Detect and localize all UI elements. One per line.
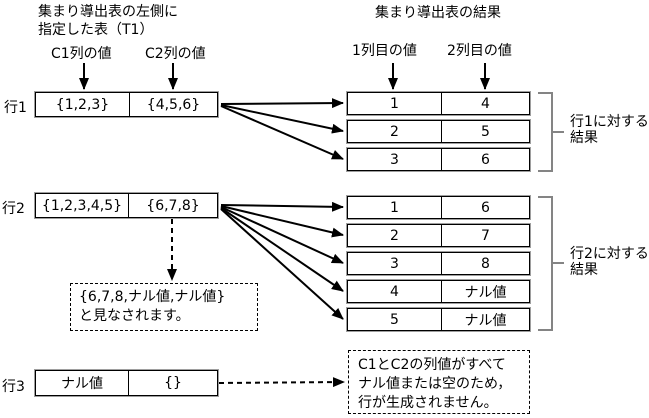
result-row: 3 8	[346, 251, 531, 276]
row1-fan-arrow-2	[220, 104, 344, 134]
row2-note-line1: {6,7,8,ナル値,ナル値}	[79, 289, 226, 305]
result-row: 3 6	[346, 147, 531, 172]
row1-fan-arrow-1	[220, 98, 344, 109]
result-cell: 3	[390, 151, 399, 168]
result-row: 2 7	[346, 223, 531, 248]
group1-bracket-label-line2: 結果	[570, 130, 598, 146]
result-row: 1 6	[346, 195, 531, 220]
row2-note-box: {6,7,8,ナル値,ナル値} と見なされます。	[70, 283, 258, 331]
row2-fan-arrow-2	[220, 205, 344, 238]
row3-note-line3: 行が生成されません。	[358, 395, 498, 411]
result-cell: ナル値	[441, 309, 529, 330]
result-row: 1 4	[346, 91, 531, 116]
left-title-line2: 指定した表（T1）	[38, 22, 154, 38]
row3-note-line1: C1とC2の列値がすべて	[358, 357, 506, 373]
result-cell: 7	[441, 225, 529, 246]
left-title-line1: 集まり導出表の左側に	[38, 4, 178, 20]
result-cell: 5	[390, 311, 399, 328]
row2-fan-arrow-3	[220, 206, 344, 264]
source-row3-c1-cell: ナル値	[61, 376, 103, 392]
c2-column-label: C2列の値	[145, 46, 206, 62]
group1-bracket-label: 行1に対する 結果	[570, 114, 649, 146]
source-row1-c1-cell: {1,2,3}	[55, 96, 110, 113]
group1-bracket-label-line1: 行1に対する	[570, 114, 649, 130]
row2-label: 行2	[2, 201, 25, 217]
result-cell: 2	[390, 123, 399, 140]
group2-bracket-label-line1: 行2に対する	[570, 246, 649, 262]
result-cell: 1	[390, 95, 399, 112]
row3-note-arrow	[218, 377, 345, 388]
row3-note-line2: ナル値または空のため，	[358, 376, 512, 392]
result-row: 2 5	[346, 119, 531, 144]
result-cell: 5	[441, 121, 529, 142]
row1-fan-arrow-3	[220, 105, 344, 160]
result-cell: 4	[390, 283, 399, 300]
row3-note-box: C1とC2の列値がすべて ナル値または空のため， 行が生成されません。	[348, 350, 530, 414]
c1-column-label: C1列の値	[51, 46, 112, 62]
result-row: 5 ナル値	[346, 307, 531, 332]
result-cell: ナル値	[441, 281, 529, 302]
right-title: 集まり導出表の結果	[375, 5, 501, 21]
row2-fan-arrow-4	[220, 207, 344, 292]
group2-bracket	[538, 196, 553, 331]
result-cell: 8	[441, 253, 529, 274]
group2-bracket-label-line2: 結果	[570, 262, 598, 278]
result-row: 4 ナル値	[346, 279, 531, 304]
row2-fan-arrow-1	[220, 201, 344, 212]
row2-note-line2: と見なされます。	[79, 308, 190, 324]
group1-bracket	[538, 92, 553, 172]
group2-bracket-label: 行2に対する 結果	[570, 246, 649, 278]
source-row2-c2-cell: {6,7,8}	[128, 194, 217, 217]
result-cell: 3	[390, 255, 399, 272]
row3-label: 行3	[2, 379, 25, 395]
row1-label: 行1	[4, 100, 27, 116]
result-col2-label: 2列目の値	[447, 43, 512, 59]
source-row2-c1-cell: {1,2,3,4,5}	[41, 197, 123, 214]
source-row-1: {1,2,3} {4,5,6}	[34, 91, 219, 118]
source-row-2: {1,2,3,4,5} {6,7,8}	[34, 192, 219, 219]
result-col1-label: 1列目の値	[352, 43, 417, 59]
result-cell: 1	[390, 199, 399, 216]
result-cell: 4	[441, 93, 529, 114]
result-cell: 6	[441, 197, 529, 218]
result-cell: 2	[390, 227, 399, 244]
source-row-3: ナル値 {}	[34, 369, 219, 397]
source-row1-c2-cell: {4,5,6}	[129, 93, 217, 116]
source-row3-c2-cell: {}	[128, 371, 217, 395]
result-cell: 6	[441, 149, 529, 170]
